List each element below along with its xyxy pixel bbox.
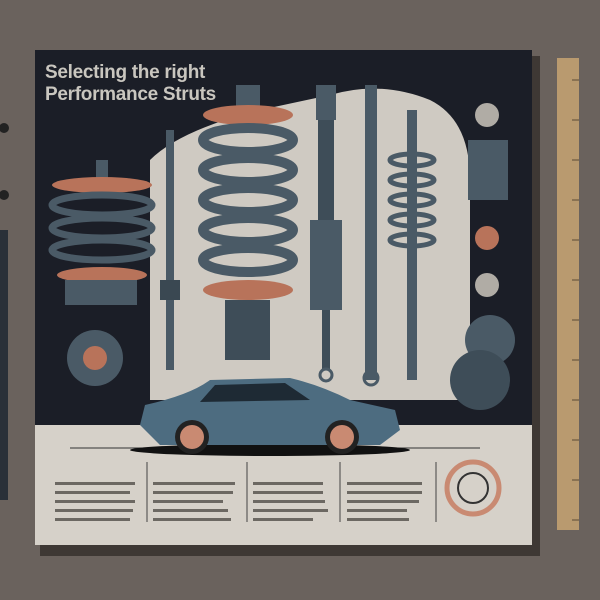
diagram-target-inner (457, 472, 489, 504)
gear-icon (475, 103, 499, 127)
poster-title: Selecting the right Performance Struts (45, 62, 216, 106)
pin (0, 123, 9, 133)
pin (0, 190, 9, 200)
strut-long (362, 85, 380, 387)
strut-coilover-center (198, 85, 298, 360)
text-placeholder-lines (55, 482, 422, 521)
bushing-part (450, 350, 510, 410)
strut-mid (310, 85, 342, 383)
strut-coilover-left (48, 160, 156, 305)
gear-icon (475, 273, 499, 297)
car-sedan (130, 378, 410, 456)
ruler (557, 58, 579, 530)
title-line-1: Selecting the right (45, 62, 206, 83)
strut-thin-left (160, 130, 180, 370)
diagram-target-icon (444, 459, 502, 517)
mount-part (468, 140, 508, 200)
info-columns (146, 462, 437, 522)
gear-icon (475, 226, 499, 250)
strut-coilover-right (387, 110, 437, 380)
brake-disc-center (83, 346, 107, 370)
pen (0, 230, 8, 500)
title-line-2: Performance Struts (45, 84, 216, 105)
ruler-ticks (572, 79, 579, 521)
